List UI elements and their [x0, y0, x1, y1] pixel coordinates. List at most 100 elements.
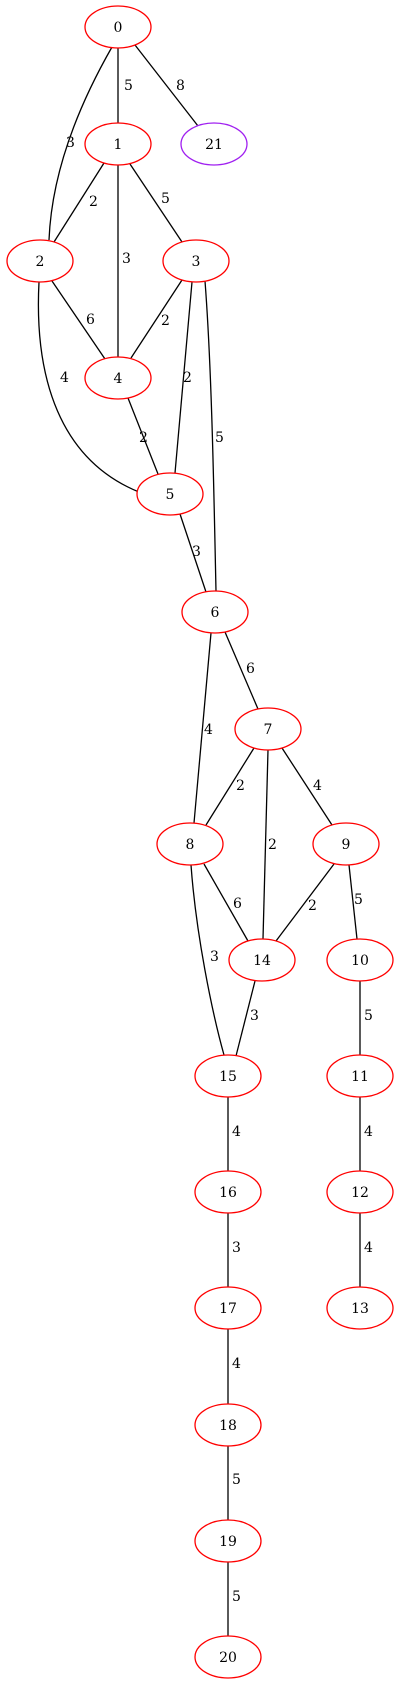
- edge-label: 6: [246, 661, 255, 677]
- edge-8-15: 3: [190, 864, 225, 1056]
- edge-4-5: 2: [127, 397, 159, 475]
- node-label: 16: [219, 1185, 237, 1201]
- node-label: 18: [219, 1418, 237, 1434]
- edge-7-8: 2: [205, 747, 255, 826]
- node-ellipse: [194, 1054, 262, 1098]
- edge-label: 5: [124, 78, 133, 94]
- node-14: 14: [228, 938, 296, 982]
- edge-line: [179, 513, 207, 593]
- node-label: 2: [36, 254, 45, 270]
- edge-label: 3: [250, 1008, 259, 1024]
- edge-label: 4: [313, 778, 322, 794]
- node-10: 10: [326, 938, 394, 982]
- node-5: 5: [136, 472, 204, 516]
- node-label: 1: [114, 137, 123, 153]
- node-ellipse: [194, 1403, 262, 1447]
- edge-15-16: 4: [227, 1097, 241, 1171]
- edge-9-10: 5: [348, 864, 363, 940]
- node-label: 15: [219, 1069, 237, 1085]
- node-11: 11: [326, 1054, 394, 1098]
- edge-line: [275, 863, 335, 942]
- node-6: 6: [181, 590, 249, 634]
- node-ellipse: [194, 1635, 262, 1679]
- edge-line: [262, 749, 269, 940]
- edge-label: 4: [204, 722, 213, 738]
- edge-14-15: 3: [235, 980, 259, 1057]
- edge-line: [203, 863, 249, 942]
- edge-label: 2: [183, 370, 192, 386]
- edge-label: 2: [268, 837, 277, 853]
- edge-label: 5: [232, 1589, 241, 1605]
- node-ellipse: [234, 707, 302, 751]
- node-ellipse: [194, 1170, 262, 1214]
- edge-label: 2: [161, 313, 170, 329]
- node-label: 3: [192, 254, 201, 270]
- node-2: 2: [6, 239, 74, 283]
- edge-line: [224, 631, 259, 710]
- node-ellipse: [181, 590, 249, 634]
- node-16: 16: [194, 1170, 262, 1214]
- edge-label: 2: [89, 194, 98, 210]
- edge-line: [205, 747, 255, 826]
- edge-label: 5: [215, 430, 224, 446]
- edge-7-14: 2: [262, 749, 277, 940]
- edge-12-13: 4: [359, 1213, 373, 1287]
- edge-label: 5: [161, 191, 170, 207]
- edge-line: [235, 980, 256, 1057]
- edge-0-1: 5: [117, 48, 133, 123]
- node-ellipse: [6, 239, 74, 283]
- edge-line: [348, 864, 358, 940]
- edge-label: 3: [66, 135, 75, 151]
- edge-label: 3: [122, 251, 131, 267]
- node-ellipse: [326, 1170, 394, 1214]
- edge-7-9: 4: [281, 747, 333, 826]
- edge-label: 3: [210, 949, 219, 965]
- edge-line: [193, 632, 212, 824]
- edge-10-11: 5: [359, 981, 373, 1055]
- node-label: 4: [114, 371, 123, 387]
- edge-label: 2: [308, 898, 317, 914]
- node-label: 10: [351, 953, 369, 969]
- node-ellipse: [326, 1054, 394, 1098]
- edge-line: [174, 281, 193, 474]
- edge-9-14: 2: [275, 863, 335, 942]
- node-label: 13: [351, 1301, 369, 1317]
- edge-1-2: 2: [53, 162, 105, 243]
- edge-line: [129, 163, 183, 243]
- node-3: 3: [162, 239, 230, 283]
- node-label: 0: [114, 20, 123, 36]
- edge-line: [190, 864, 225, 1056]
- edge-17-18: 4: [227, 1329, 241, 1404]
- node-ellipse: [162, 239, 230, 283]
- node-21: 21: [180, 122, 248, 166]
- edge-label: 4: [364, 1124, 373, 1140]
- node-ellipse: [136, 472, 204, 516]
- edge-1-4: 3: [117, 165, 131, 357]
- node-label: 9: [342, 837, 351, 853]
- node-13: 13: [326, 1286, 394, 1330]
- node-1: 1: [84, 122, 152, 166]
- edge-label: 4: [232, 1356, 241, 1372]
- edge-label: 5: [354, 892, 363, 908]
- edge-label: 5: [232, 1472, 241, 1488]
- node-ellipse: [84, 122, 152, 166]
- node-ellipse: [326, 938, 394, 982]
- node-label: 11: [351, 1069, 369, 1085]
- edge-0-2: 3: [48, 46, 113, 241]
- node-label: 6: [211, 605, 220, 621]
- edge-8-14: 6: [203, 863, 249, 942]
- edge-6-8: 4: [193, 632, 213, 824]
- node-15: 15: [194, 1054, 262, 1098]
- edge-line: [53, 162, 105, 243]
- node-ellipse: [84, 356, 152, 400]
- node-label: 12: [351, 1185, 369, 1201]
- node-18: 18: [194, 1403, 262, 1447]
- edge-label: 6: [233, 896, 242, 912]
- node-ellipse: [194, 1519, 262, 1563]
- node-ellipse: [326, 1286, 394, 1330]
- node-label: 19: [219, 1534, 237, 1550]
- edge-line: [134, 44, 199, 127]
- edge-0-21: 8: [134, 44, 199, 127]
